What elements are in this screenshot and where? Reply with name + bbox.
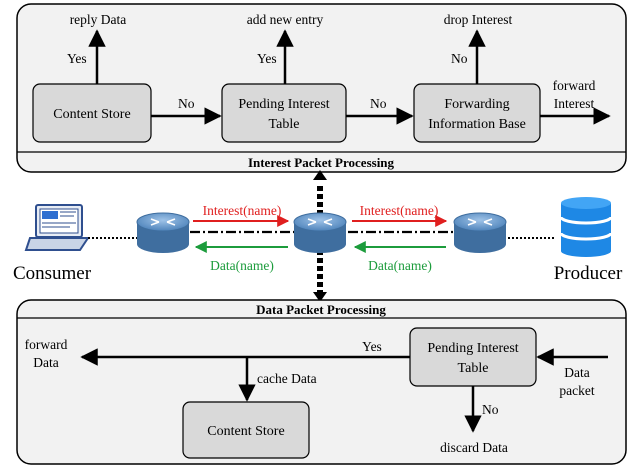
no-label-1: No (178, 96, 195, 111)
interest-fib-box: Forwarding Information Base (413, 83, 541, 143)
data-packet-label-2: packet (559, 383, 594, 398)
interest-section-title: Interest Packet Processing (248, 155, 395, 170)
data-label-right: Data(name) (368, 258, 432, 273)
reply-data-label: reply Data (70, 12, 127, 27)
pit-label-line2: Table (269, 117, 300, 132)
data-content-store-box: Content Store (182, 401, 310, 459)
add-entry-label: add new entry (247, 12, 324, 27)
data-pit-box: Pending Interest Table (409, 327, 537, 387)
data-content-store-label: Content Store (207, 424, 284, 439)
fib-label-line2: Information Base (428, 117, 526, 132)
fib-label-line1: Forwarding (444, 97, 509, 112)
forward-interest-label-2: Interest (554, 96, 595, 111)
data-pit-label-line1: Pending Interest (427, 341, 518, 356)
data-yes-label: Yes (362, 339, 382, 354)
router-icon-left (136, 212, 190, 253)
laptop-icon (24, 204, 90, 251)
forward-data-label-2: Data (33, 355, 58, 370)
interest-processing-panel: Interest Packet Processing Content Store… (16, 3, 627, 173)
no-label-2: No (370, 96, 387, 111)
forward-data-label-1: forward (25, 337, 68, 352)
router-icon-center (293, 212, 347, 253)
network-row: Consumer Interest(name) (13, 170, 623, 302)
data-processing-panel: Data Packet Processing Pending Interest … (16, 299, 627, 465)
discard-data-label: discard Data (440, 440, 508, 455)
yes-label-2: Yes (257, 51, 277, 66)
content-store-label: Content Store (53, 107, 130, 122)
database-icon (559, 197, 613, 257)
interest-content-store-box: Content Store (32, 83, 152, 143)
yes-label-1: Yes (67, 51, 87, 66)
no-label-3: No (451, 51, 468, 66)
interest-pit-box: Pending Interest Table (221, 83, 347, 143)
connector-down-arrow (313, 292, 327, 302)
cache-data-label: cache Data (257, 371, 317, 386)
drop-interest-label: drop Interest (444, 12, 513, 27)
consumer-label: Consumer (13, 263, 92, 284)
interest-label-left: Interest(name) (203, 203, 282, 218)
producer-label: Producer (554, 263, 623, 284)
data-section-title: Data Packet Processing (256, 302, 386, 317)
pit-label-line1: Pending Interest (238, 97, 329, 112)
interest-label-right: Interest(name) (360, 203, 439, 218)
router-icon-right (453, 212, 507, 253)
data-packet-label-1: Data (564, 365, 589, 380)
connector-up-arrow (313, 170, 327, 180)
forward-interest-label-1: forward (553, 78, 596, 93)
data-no-label: No (482, 402, 499, 417)
data-pit-label-line2: Table (458, 361, 489, 376)
data-label-left: Data(name) (210, 258, 274, 273)
